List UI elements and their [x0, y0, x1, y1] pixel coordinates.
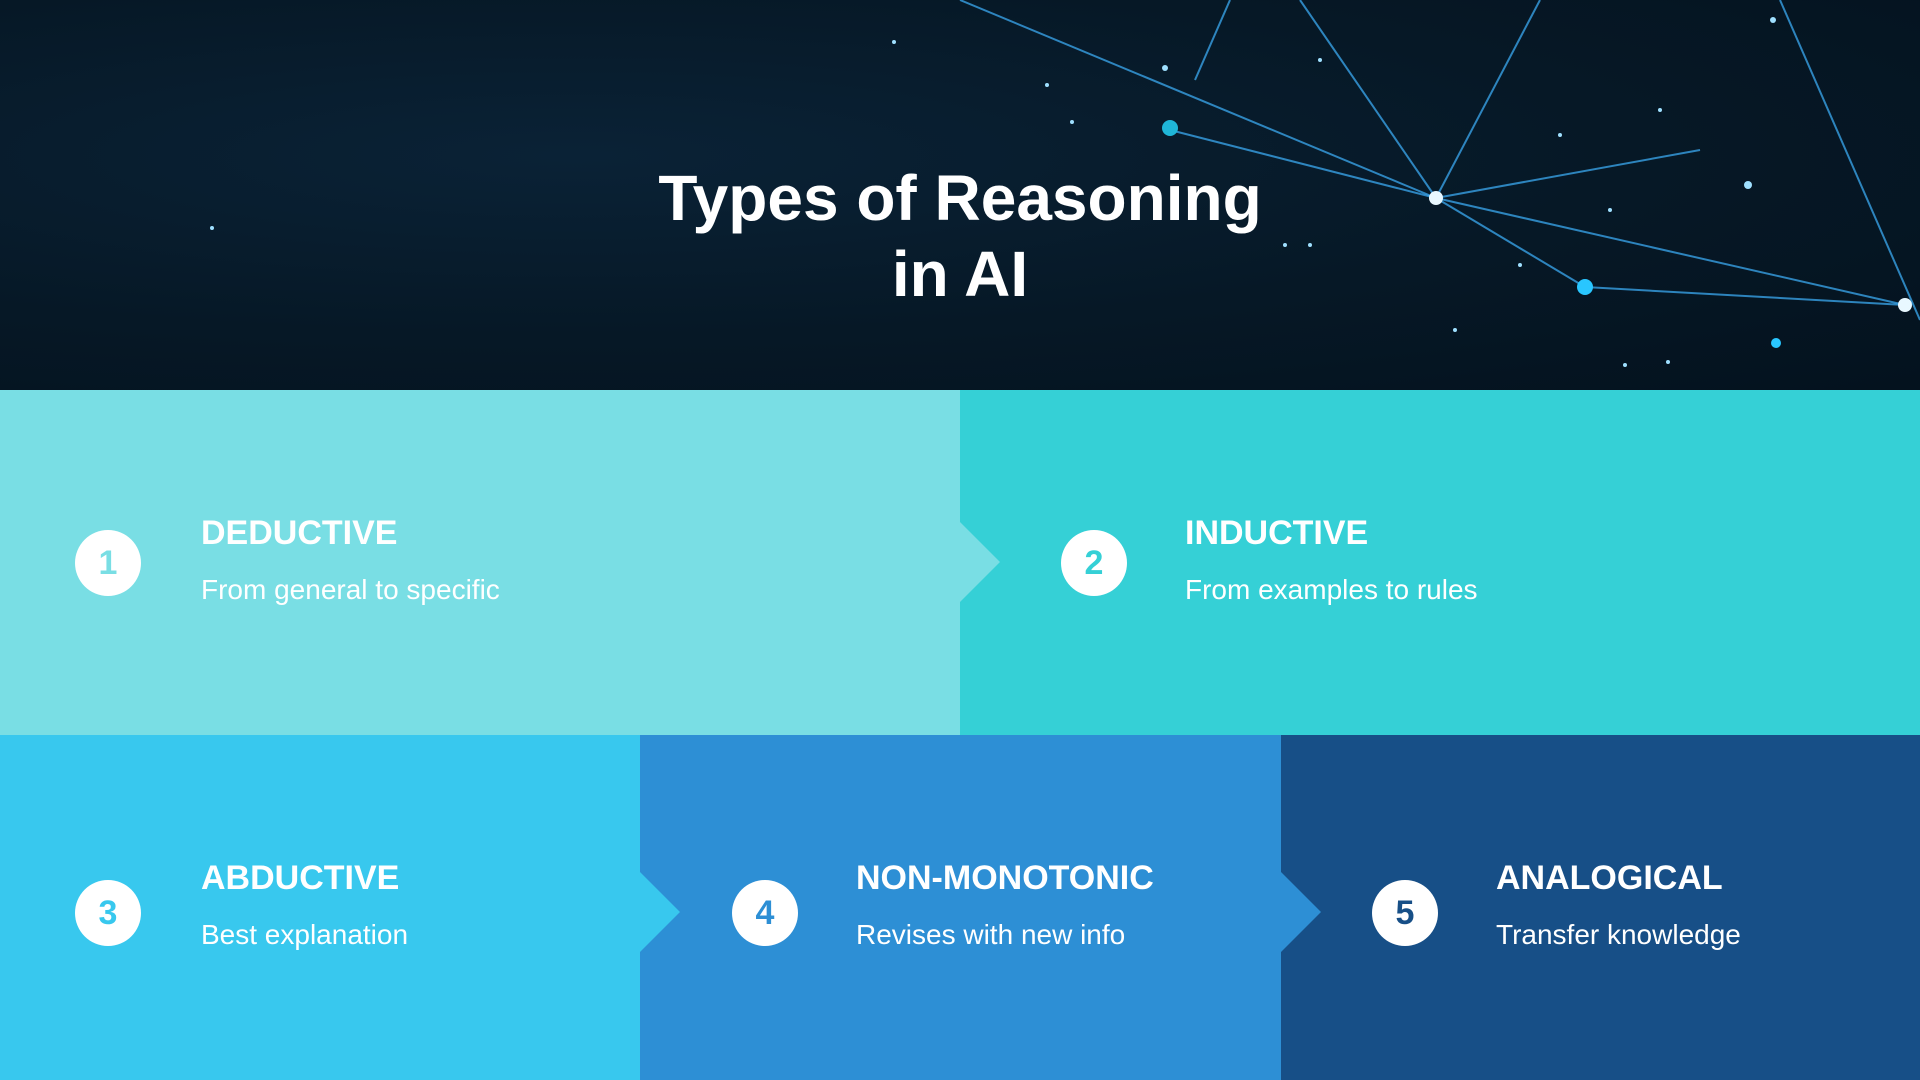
card-title: NON-MONOTONIC: [856, 859, 1154, 897]
network-background-graphic: [210, 0, 1920, 367]
card-deductive: 1 DEDUCTIVE From general to specific: [0, 390, 1000, 735]
step-number-badge: 5: [1372, 880, 1438, 946]
card-subtitle: Transfer knowledge: [1496, 919, 1741, 950]
step-number-badge: 2: [1061, 530, 1127, 596]
card-title: ANALOGICAL: [1496, 859, 1723, 897]
card-subtitle: Revises with new info: [856, 919, 1126, 950]
card-subtitle: Best explanation: [201, 919, 409, 950]
step-number-badge: 3: [75, 880, 141, 946]
title-line-2: in AI: [891, 238, 1029, 310]
card-analogical: 5 ANALOGICAL Transfer knowledge: [1281, 735, 1920, 1080]
page-title: Types of Reasoning in AI: [0, 160, 1920, 312]
card-subtitle: From general to specific: [201, 574, 500, 605]
card-non-monotonic: 4 NON-MONOTONIC Revises with new info: [640, 735, 1321, 1080]
card-inductive: 2 INDUCTIVE From examples to rules: [960, 390, 1920, 735]
card-abductive: 3 ABDUCTIVE Best explanation: [0, 735, 680, 1080]
card-title: ABDUCTIVE: [201, 859, 400, 897]
card-title: DEDUCTIVE: [201, 514, 398, 552]
card-title: INDUCTIVE: [1185, 514, 1369, 552]
step-number-badge: 1: [75, 530, 141, 596]
step-number-badge: 4: [732, 880, 798, 946]
card-subtitle: From examples to rules: [1185, 574, 1478, 605]
header-banner: Types of Reasoning in AI: [0, 0, 1920, 390]
title-line-1: Types of Reasoning: [658, 162, 1262, 234]
